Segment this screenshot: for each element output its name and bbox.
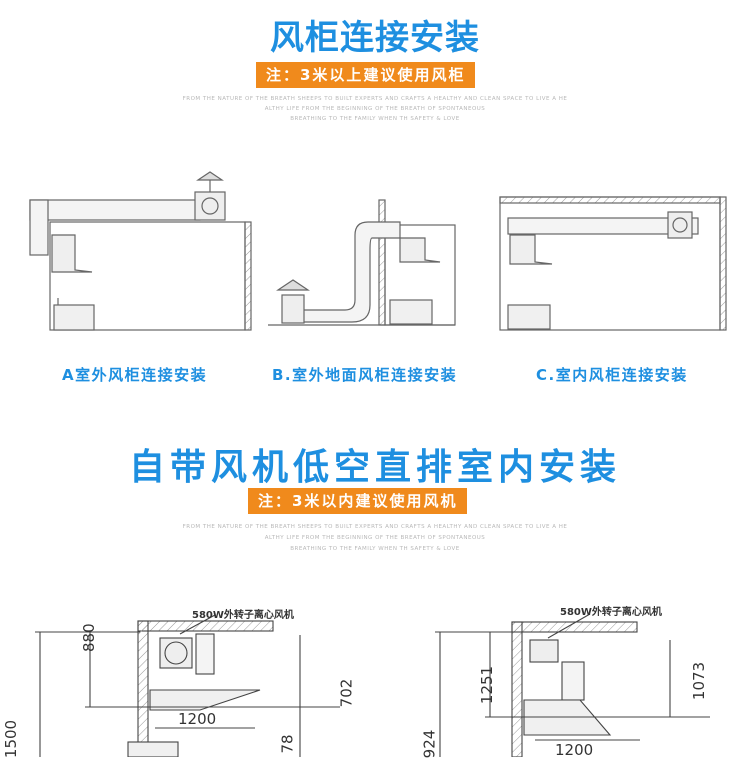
stove: [389, 299, 433, 325]
caption-c: C.室内风柜连接安装: [536, 366, 688, 384]
fan-cabinet: [194, 191, 226, 221]
fine-print-line: FROM THE NATURE OF THE BREATH SHEEPS TO …: [182, 524, 568, 530]
duct-elbow: [29, 199, 49, 256]
dim-702: 702: [337, 678, 356, 708]
fine-print-line: ALTHY LIFE FROM THE BEGINNING OF THE BRE…: [264, 106, 486, 112]
stove: [507, 304, 551, 330]
ceiling: [137, 620, 274, 632]
hood: [149, 689, 261, 711]
wall: [137, 620, 149, 757]
fan-label: 580W外转子离心风机: [560, 607, 662, 618]
ceiling: [499, 196, 721, 204]
wall: [378, 199, 386, 326]
diagram-left-fan-install: [35, 614, 340, 757]
dim-1251: 1251: [478, 665, 497, 705]
fine-print-line: ALTHY LIFE FROM THE BEGINNING OF THE BRE…: [264, 535, 486, 541]
fan-label: 580W外转子离心风机: [192, 610, 294, 621]
fan-wheel: [201, 197, 219, 215]
rain-cap: [196, 171, 224, 181]
fine-print-line: FROM THE NATURE OF THE BREATH SHEEPS TO …: [182, 96, 568, 102]
hood: [509, 234, 553, 265]
hood: [399, 237, 441, 263]
section2-title: 自带风机低空直排室内安装: [128, 447, 621, 488]
diagram-right-fan-install: [435, 613, 710, 757]
dim-1073: 1073: [690, 661, 709, 701]
wall: [719, 196, 727, 331]
leader-line: [547, 613, 591, 639]
dim-1200: 1200: [178, 710, 217, 728]
dim-880: 880: [80, 623, 98, 652]
diagram-a-outdoor-cabinet: [29, 171, 252, 331]
wall: [244, 221, 252, 331]
wall: [511, 621, 523, 757]
fan: [529, 639, 559, 663]
section1-note-badge: 注：3米以上建议使用风柜: [256, 62, 476, 88]
dim-1500: 1500: [2, 719, 21, 759]
section2-note-badge: 注：3米以内建议使用风机: [248, 488, 468, 514]
rain-cap: [276, 279, 310, 291]
duct: [29, 199, 201, 221]
hood: [51, 234, 93, 273]
fan-wheel: [672, 217, 688, 233]
duct: [507, 217, 699, 235]
diagram-b-outdoor-ground-cabinet: [268, 199, 456, 326]
fan-cabinet: [281, 294, 305, 324]
caption-b: B.室外地面风柜连接安装: [272, 366, 458, 384]
leader-line: [179, 614, 216, 635]
fan-cabinet: [667, 211, 693, 239]
dim-1200: 1200: [555, 741, 594, 759]
diagram-c-indoor-cabinet: [499, 196, 727, 331]
dim-78: 78: [278, 734, 297, 754]
section1-title: 风柜连接安装: [270, 18, 480, 58]
dim-924: 924: [420, 729, 439, 759]
stove: [53, 304, 95, 331]
ceiling: [511, 621, 638, 633]
caption-a: A室外风柜连接安装: [62, 366, 208, 384]
fine-print-line: BREATHING TO THE FAMILY WHEN TH SAFETY &…: [290, 546, 460, 552]
fine-print-line: BREATHING TO THE FAMILY WHEN TH SAFETY &…: [290, 116, 460, 122]
